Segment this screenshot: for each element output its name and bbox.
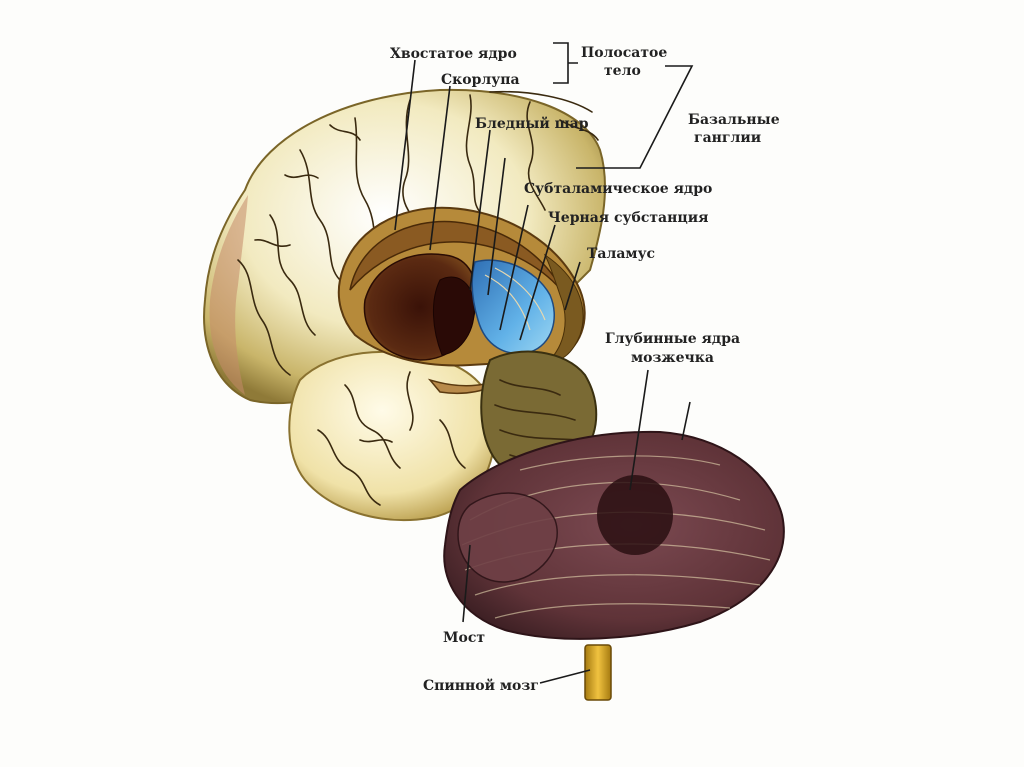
label-spinal-cord: Спинной мозг (423, 677, 539, 694)
label-thalamus: Таламус (587, 246, 655, 262)
leader-nigra (519, 224, 556, 341)
frontal-pole-shading (209, 195, 248, 395)
leader-pons (462, 544, 471, 623)
label-basal-2: ганглии (694, 130, 761, 146)
leader-globus (469, 129, 491, 291)
leader-globus-2 (487, 157, 506, 296)
globus-pallidus (432, 276, 475, 356)
leader-lines (394, 42, 694, 684)
label-putamen: Скорлупа (441, 72, 520, 88)
leader-cerebellar-1 (629, 369, 649, 491)
label-striatum-2: тело (604, 63, 641, 79)
leader-subthalamic (499, 204, 529, 331)
label-substantia-nigra: Черная субстанция (548, 210, 708, 226)
pons (457, 492, 558, 583)
striatum-bracket (553, 42, 578, 84)
label-subthalamic: Субталамическое ядро (524, 181, 712, 197)
label-basal-1: Базальные (688, 112, 780, 128)
temporal-gyri (317, 371, 466, 506)
deep-cerebellar-nuclei (597, 475, 673, 555)
label-cerebellar-1: Глубинные ядра (605, 331, 740, 347)
label-pons: Мост (443, 630, 485, 646)
leader-spinal (539, 669, 591, 684)
leader-thalamus (564, 261, 581, 311)
spinal-cord (584, 644, 612, 701)
label-globus-pallidus: Бледный шар (475, 115, 589, 132)
leader-putamen (429, 85, 451, 251)
basal-ganglia-bracket (576, 65, 694, 169)
leader-cerebellar-2 (681, 401, 691, 441)
label-cerebellar-2: мозжечка (631, 350, 714, 366)
label-striatum-1: Полосатое (581, 45, 667, 61)
leader-caudate (394, 59, 416, 231)
label-caudate: Хвостатое ядро (390, 46, 517, 62)
